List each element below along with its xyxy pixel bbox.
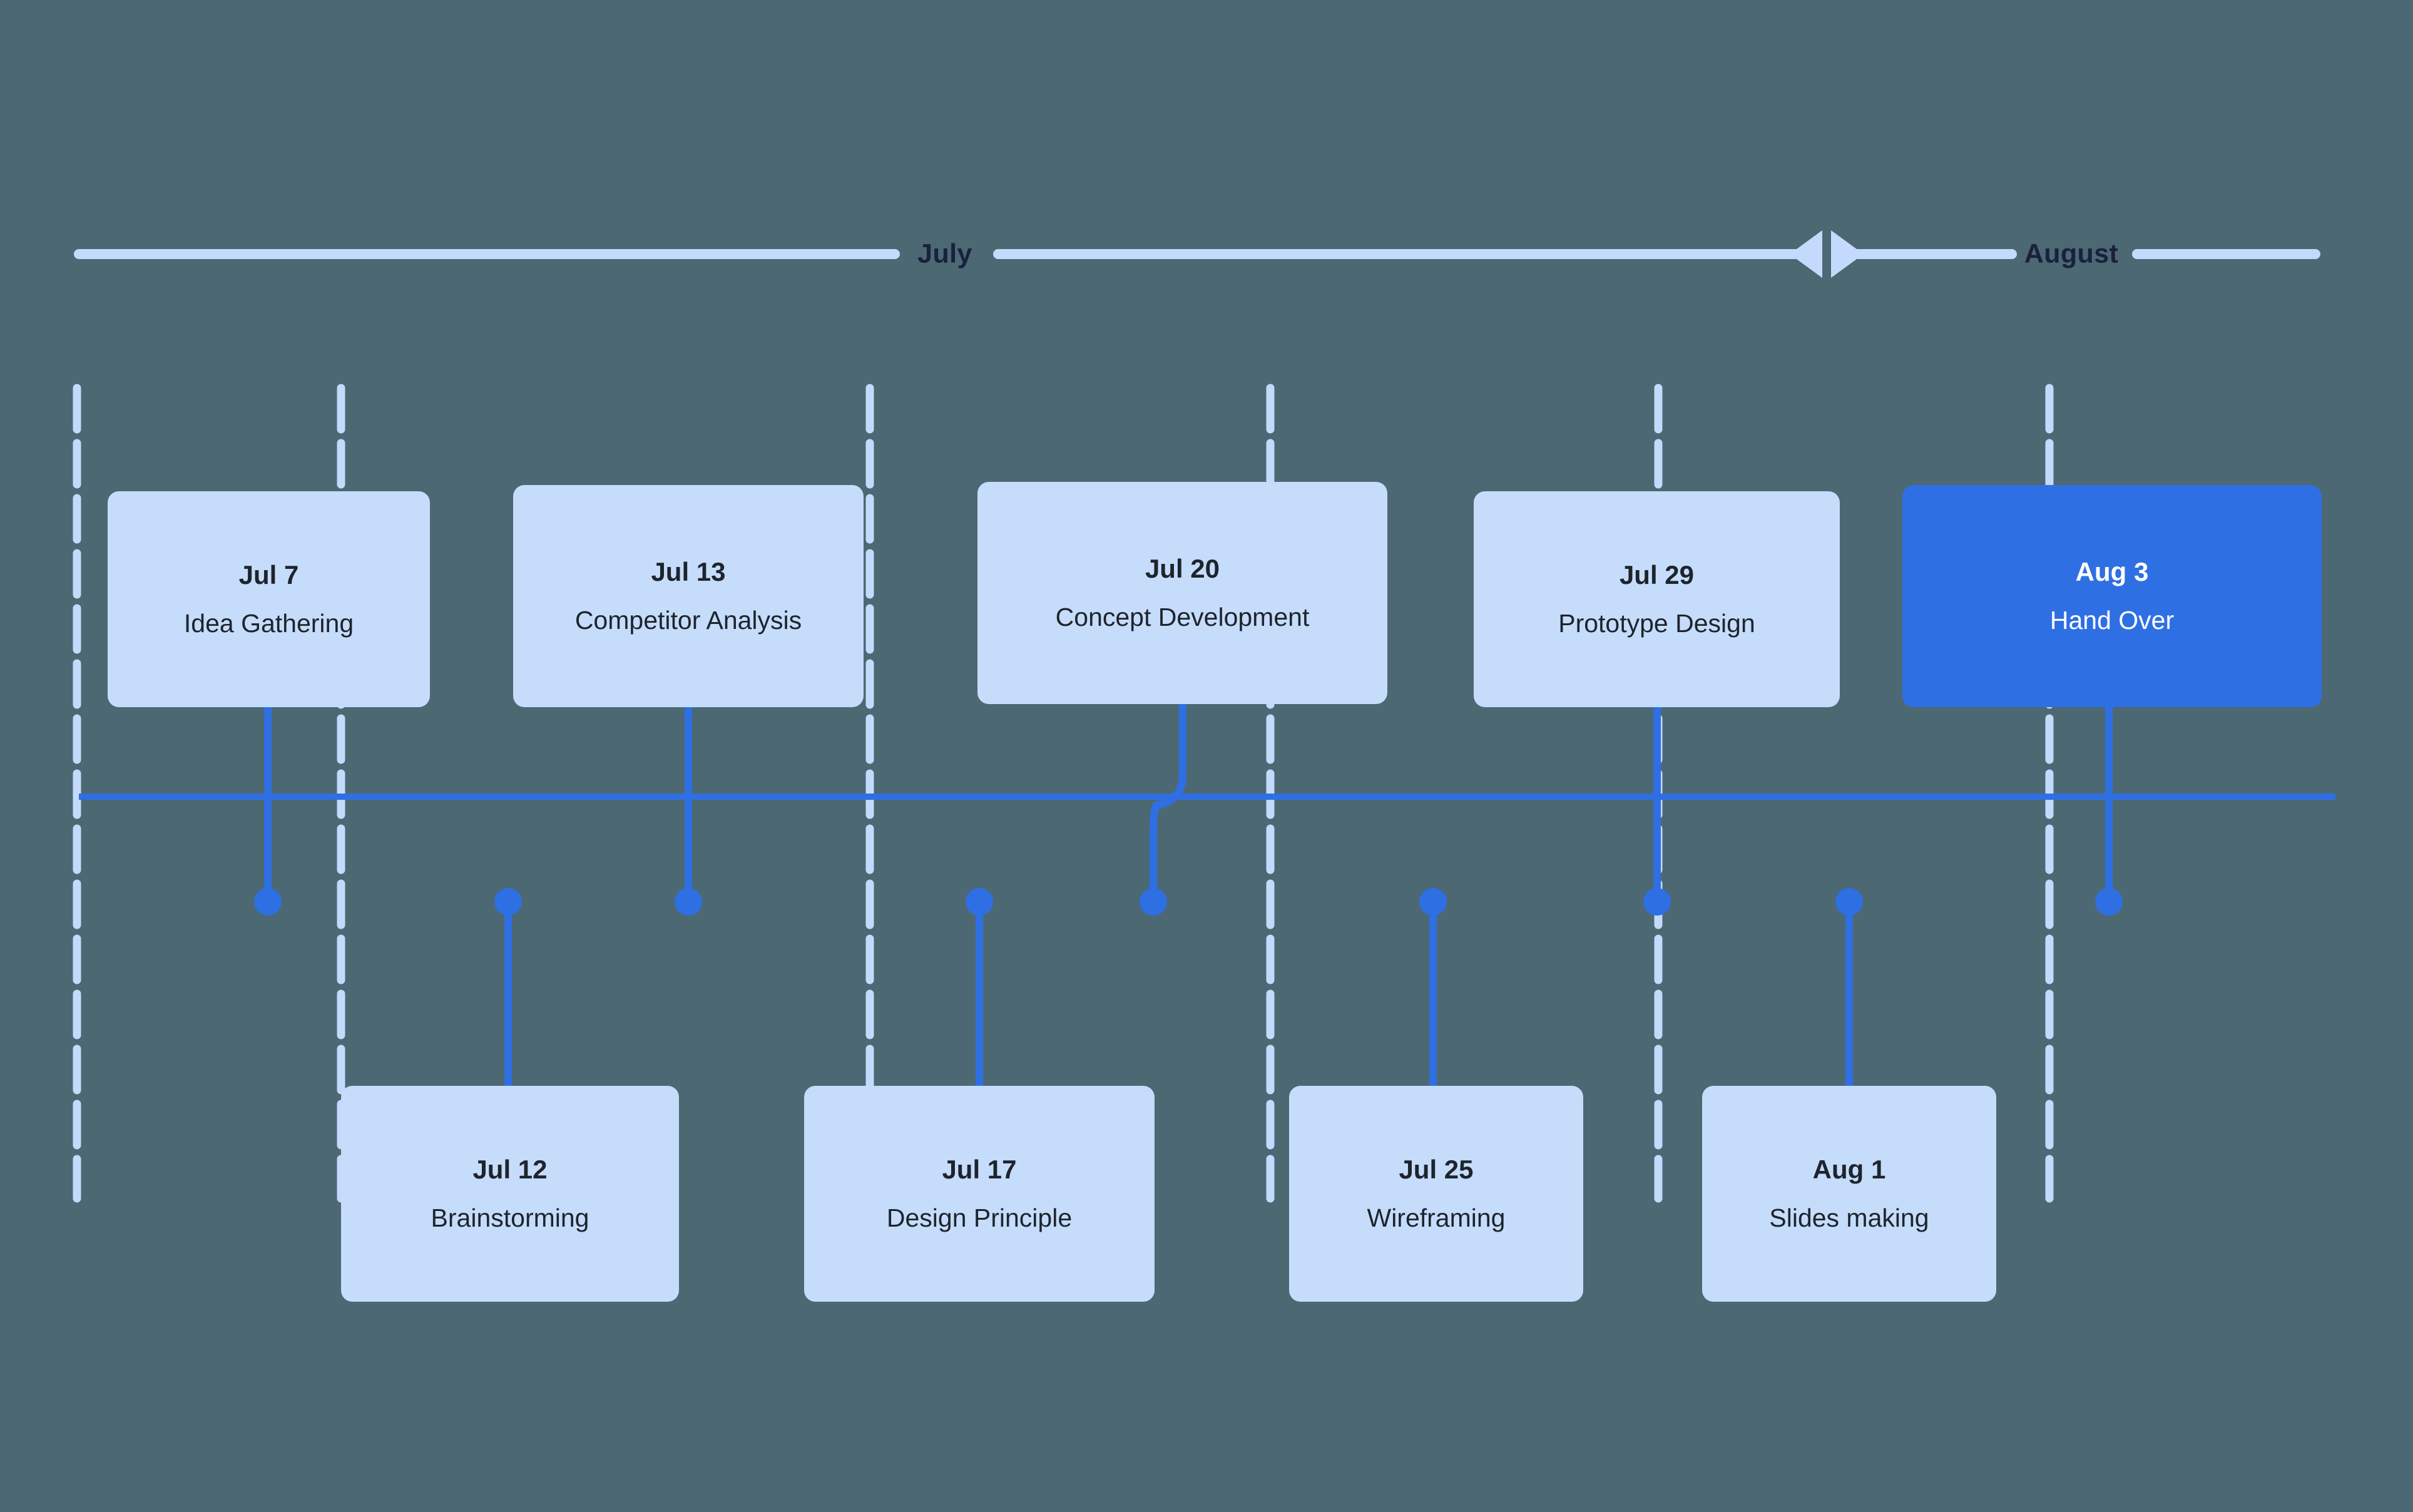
arrow-right-icon <box>1831 230 1864 278</box>
milestone-title: Prototype Design <box>1558 609 1755 638</box>
milestone-dot-aug-3[interactable] <box>2095 888 2123 916</box>
milestone-date: Jul 29 <box>1619 560 1695 590</box>
milestone-title: Wireframing <box>1367 1203 1506 1232</box>
milestone-title: Idea Gathering <box>183 609 354 638</box>
milestone-title: Design Principle <box>886 1203 1073 1232</box>
milestone-card-aug-3[interactable]: Aug 3 Hand Over <box>1902 485 2322 707</box>
milestone-card-jul-20[interactable]: Jul 20 Concept Development <box>977 482 1387 704</box>
milestone-title: Hand Over <box>2049 606 2175 635</box>
milestone-card-jul-29[interactable]: Jul 29 Prototype Design <box>1474 491 1840 707</box>
milestone-date: Jul 20 <box>1145 554 1220 583</box>
milestone-date: Jul 17 <box>942 1155 1017 1184</box>
milestone-title: Concept Development <box>1055 603 1310 631</box>
milestone-date: Jul 25 <box>1399 1155 1474 1184</box>
milestone-title: Slides making <box>1769 1203 1929 1232</box>
milestone-dot-jul-29[interactable] <box>1643 888 1671 916</box>
milestone-date: Aug 1 <box>1812 1155 1886 1184</box>
milestone-card-jul-13[interactable]: Jul 13 Competitor Analysis <box>513 485 864 707</box>
milestone-date: Jul 13 <box>651 557 726 586</box>
arrow-left-icon <box>1790 230 1822 278</box>
connector-jul-20 <box>1150 700 1186 906</box>
milestone-title: Competitor Analysis <box>574 606 802 635</box>
milestone-date: Jul 7 <box>238 560 299 590</box>
milestone-title: Brainstorming <box>431 1203 589 1232</box>
milestone-card-jul-17[interactable]: Jul 17 Design Principle <box>804 1086 1155 1302</box>
milestone-dot-jul-7[interactable] <box>254 888 282 916</box>
milestone-dot-jul-13[interactable] <box>675 888 702 916</box>
milestone-card-jul-7[interactable]: Jul 7 Idea Gathering <box>108 491 430 707</box>
milestone-card-jul-12[interactable]: Jul 12 Brainstorming <box>341 1086 679 1302</box>
milestone-card-aug-1[interactable]: Aug 1 Slides making <box>1702 1086 1996 1302</box>
milestone-dot-jul-20[interactable] <box>1140 888 1167 916</box>
milestone-dot-jul-17[interactable] <box>966 888 993 916</box>
milestone-dot-jul-12[interactable] <box>494 888 522 916</box>
milestone-card-jul-25[interactable]: Jul 25 Wireframing <box>1289 1086 1583 1302</box>
milestone-date: Jul 12 <box>472 1155 548 1184</box>
milestone-dot-jul-25[interactable] <box>1419 888 1447 916</box>
milestone-date: Aug 3 <box>2075 557 2149 586</box>
milestone-dot-aug-1[interactable] <box>1835 888 1863 916</box>
